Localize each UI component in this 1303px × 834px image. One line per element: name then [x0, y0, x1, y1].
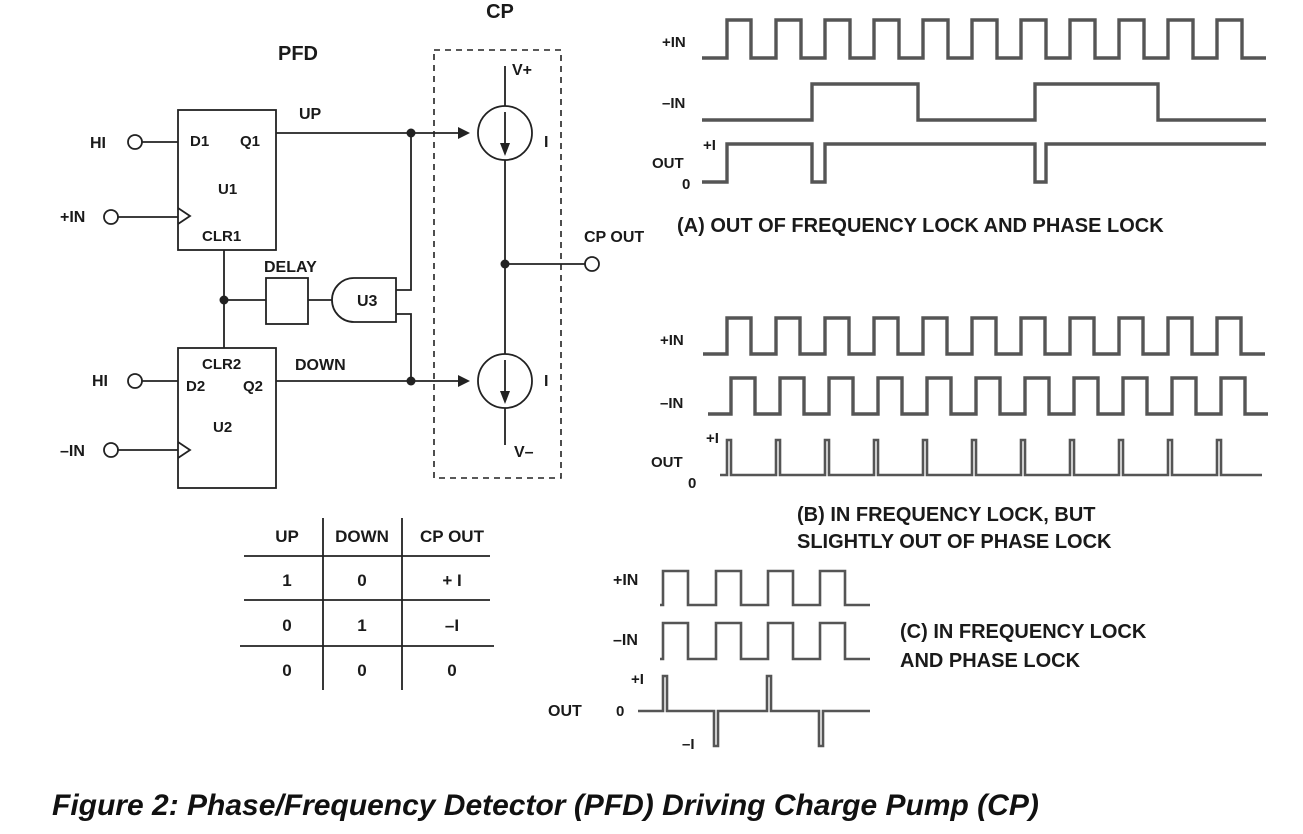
a-out-waveform — [702, 142, 1266, 184]
u2-q-label: Q2 — [243, 378, 263, 395]
vplus-label: V+ — [512, 62, 532, 79]
u2-name-label: U2 — [213, 419, 232, 436]
a-in-plus-label: +IN — [662, 34, 686, 51]
b-plus-i-label: +I — [706, 430, 719, 447]
tt-r2-down: 1 — [357, 616, 366, 635]
c-zero-label: 0 — [616, 703, 624, 720]
figure-caption: Figure 2: Phase/Frequency Detector (PFD)… — [52, 789, 1039, 822]
b-zero-label: 0 — [688, 475, 696, 492]
in-minus-terminal — [103, 442, 119, 458]
hi-bottom-terminal — [127, 373, 143, 389]
c-minus-i-label: –I — [682, 736, 695, 753]
u1-d-label: D1 — [190, 133, 209, 150]
down-arrowhead — [458, 375, 470, 387]
b-in-minus-label: –IN — [660, 395, 683, 412]
a-in-plus-waveform — [702, 18, 1266, 60]
u3-label: U3 — [357, 293, 378, 310]
up-label: UP — [299, 106, 322, 123]
tt-header-cpout: CP OUT — [420, 527, 485, 546]
and-gate-u3 — [331, 277, 397, 323]
i-top-label: I — [544, 134, 548, 151]
b-out-label: OUT — [651, 454, 683, 471]
b-caption-line2: SLIGHTLY OUT OF PHASE LOCK — [797, 531, 1112, 553]
tt-r3-down: 0 — [357, 661, 366, 680]
b-in-plus-label: +IN — [660, 332, 684, 349]
in-minus-label: –IN — [60, 443, 85, 460]
pfd-title: PFD — [278, 43, 318, 65]
flip-flop-u1 — [177, 109, 277, 251]
tt-r1-down: 0 — [357, 571, 366, 590]
timing-diagram-b: +IN –IN OUT +I 0 (B) IN FREQUENCY LOCK, … — [651, 316, 1268, 553]
u2-d-label: D2 — [186, 378, 205, 395]
timing-diagram-c: +IN –IN OUT +I 0 –I (C) IN FREQUENCY LOC… — [548, 569, 1147, 753]
in-plus-terminal — [103, 209, 119, 225]
u1-name-label: U1 — [218, 181, 237, 198]
a-caption: (A) OUT OF FREQUENCY LOCK AND PHASE LOCK — [677, 215, 1164, 237]
tt-r3-cpout: 0 — [447, 661, 456, 680]
c-caption-line1: (C) IN FREQUENCY LOCK — [900, 621, 1147, 643]
i-bottom-label: I — [544, 373, 548, 390]
flip-flop-u2 — [177, 347, 277, 489]
u3-down-input-wire — [396, 313, 412, 381]
b-in-plus-waveform — [703, 316, 1265, 356]
u1-clr-label: CLR1 — [202, 228, 241, 245]
c-caption-line2: AND PHASE LOCK — [900, 650, 1081, 672]
a-plus-i-label: +I — [703, 137, 716, 154]
tt-r1-cpout: + I — [442, 571, 461, 590]
tt-header-up: UP — [275, 527, 299, 546]
tt-header-down: DOWN — [335, 527, 389, 546]
a-zero-label: 0 — [682, 176, 690, 193]
a-out-label: OUT — [652, 155, 684, 172]
tt-r3-up: 0 — [282, 661, 291, 680]
a-in-minus-waveform — [702, 82, 1266, 122]
truth-table: UP DOWN CP OUT 1 0 + I 0 1 –I 0 0 0 — [240, 518, 494, 690]
u1-clock-triangle — [177, 207, 192, 225]
current-arrow-bottom — [500, 391, 510, 404]
delay-label: DELAY — [264, 259, 317, 276]
in-plus-label: +IN — [60, 209, 85, 226]
hi-top-label: HI — [90, 135, 106, 152]
b-out-waveform — [720, 438, 1262, 477]
c-plus-i-label: +I — [631, 671, 644, 688]
up-arrowhead — [458, 127, 470, 139]
a-in-minus-label: –IN — [662, 95, 685, 112]
timing-diagram-a: +IN –IN OUT +I 0 (A) OUT OF FREQUENCY LO… — [652, 18, 1266, 237]
cp-title: CP — [486, 1, 514, 23]
delay-block — [265, 277, 309, 325]
u3-up-input-wire — [396, 133, 412, 291]
cp-out-label: CP OUT — [584, 229, 644, 246]
schematic: PFD CP D1 Q1 U1 CLR1 CLR2 D2 Q2 U2 HI +I… — [60, 1, 644, 489]
hi-bottom-label: HI — [92, 373, 108, 390]
down-label: DOWN — [295, 357, 346, 374]
c-out-waveform — [638, 674, 870, 748]
tt-r2-up: 0 — [282, 616, 291, 635]
c-in-minus-waveform — [660, 621, 870, 661]
b-caption-line1: (B) IN FREQUENCY LOCK, BUT — [797, 504, 1096, 526]
cp-out-terminal — [584, 256, 600, 272]
u1-q-label: Q1 — [240, 133, 260, 150]
current-arrow-top — [500, 143, 510, 156]
c-out-label: OUT — [548, 703, 582, 720]
hi-top-terminal — [127, 134, 143, 150]
tt-r1-up: 1 — [282, 571, 291, 590]
u2-clock-triangle — [177, 441, 192, 459]
b-in-minus-waveform — [708, 376, 1268, 416]
tt-r2-cpout: –I — [445, 616, 459, 635]
u2-clr-label: CLR2 — [202, 356, 241, 373]
c-in-minus-label: –IN — [613, 632, 638, 649]
c-in-plus-waveform — [660, 569, 870, 607]
vminus-label: V– — [514, 444, 534, 461]
c-in-plus-label: +IN — [613, 572, 638, 589]
